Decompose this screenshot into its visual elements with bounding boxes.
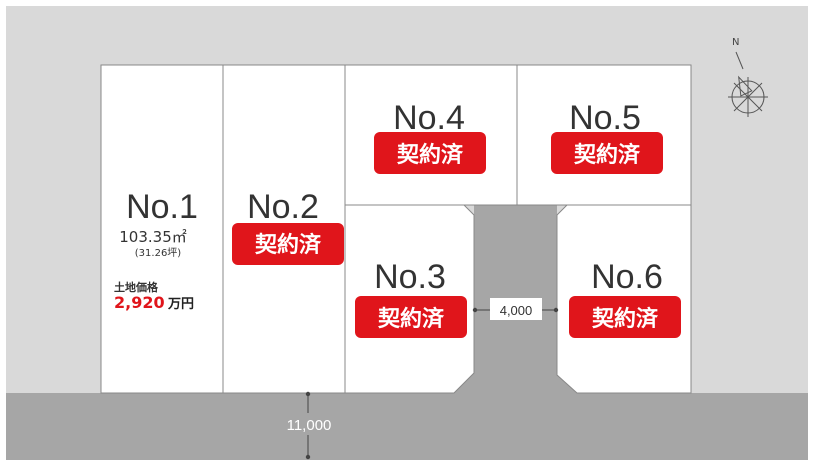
lot-1-price-value: 2,920 — [114, 293, 165, 312]
lot-5-status: 契約済 — [573, 142, 641, 168]
lot-6-status: 契約済 — [591, 306, 659, 332]
lot-6[interactable]: No.6 契約済 — [556, 204, 692, 394]
lot-1-tsubo: (31.26坪) — [135, 246, 182, 259]
front-road-dimension-end-bottom — [305, 454, 311, 460]
compass-icon: N — [728, 37, 768, 117]
front-road-width-text: 11,000 — [287, 417, 332, 434]
lot-1-outline — [100, 64, 224, 394]
lot-3-label: No.3 — [374, 258, 446, 296]
lot-4-sold-badge — [374, 132, 486, 174]
lot-6-label: No.6 — [591, 258, 663, 296]
lot-4-status: 契約済 — [396, 142, 464, 168]
lot-3-status: 契約済 — [377, 306, 445, 332]
dimension-label-bg — [490, 298, 542, 320]
lot-2[interactable]: No.2 契約済 — [222, 64, 346, 394]
lot-3-sold-badge — [355, 296, 467, 338]
lot-1-label: No.1 — [126, 188, 198, 226]
dimension-end-right — [553, 307, 559, 313]
front-road-dimension: 11,000 — [282, 391, 336, 460]
private-road-dimension: 4,000 — [472, 298, 559, 320]
lot-6-sold-badge — [569, 296, 681, 338]
lot-1-area: 103.35㎡ — [119, 228, 187, 246]
lot-1[interactable]: No.1 103.35㎡ (31.26坪) 土地価格 2,920 万円 — [100, 64, 224, 394]
lot-2-sold-badge — [232, 223, 344, 265]
lot-3[interactable]: No.3 契約済 — [344, 204, 475, 394]
lot-4[interactable]: No.4 契約済 — [344, 64, 518, 206]
front-road-label-bg — [282, 413, 336, 435]
compass-north-label: N — [732, 37, 739, 48]
lot-2-label: No.2 — [247, 188, 319, 226]
front-road — [6, 393, 808, 460]
lot-4-label: No.4 — [393, 99, 465, 137]
lot-2-status: 契約済 — [254, 232, 322, 258]
private-road-width-text: 4,000 — [500, 303, 533, 318]
lot-5[interactable]: No.5 契約済 — [516, 64, 692, 206]
lot-1-price-label: 土地価格 — [114, 280, 159, 294]
compass-needle — [738, 75, 753, 97]
front-road-dimension-end-top — [305, 391, 311, 397]
lot-5-sold-badge — [551, 132, 663, 174]
dimension-end-left — [472, 307, 478, 313]
lot-1-price-unit: 万円 — [167, 297, 194, 312]
lot-5-label: No.5 — [569, 99, 641, 137]
